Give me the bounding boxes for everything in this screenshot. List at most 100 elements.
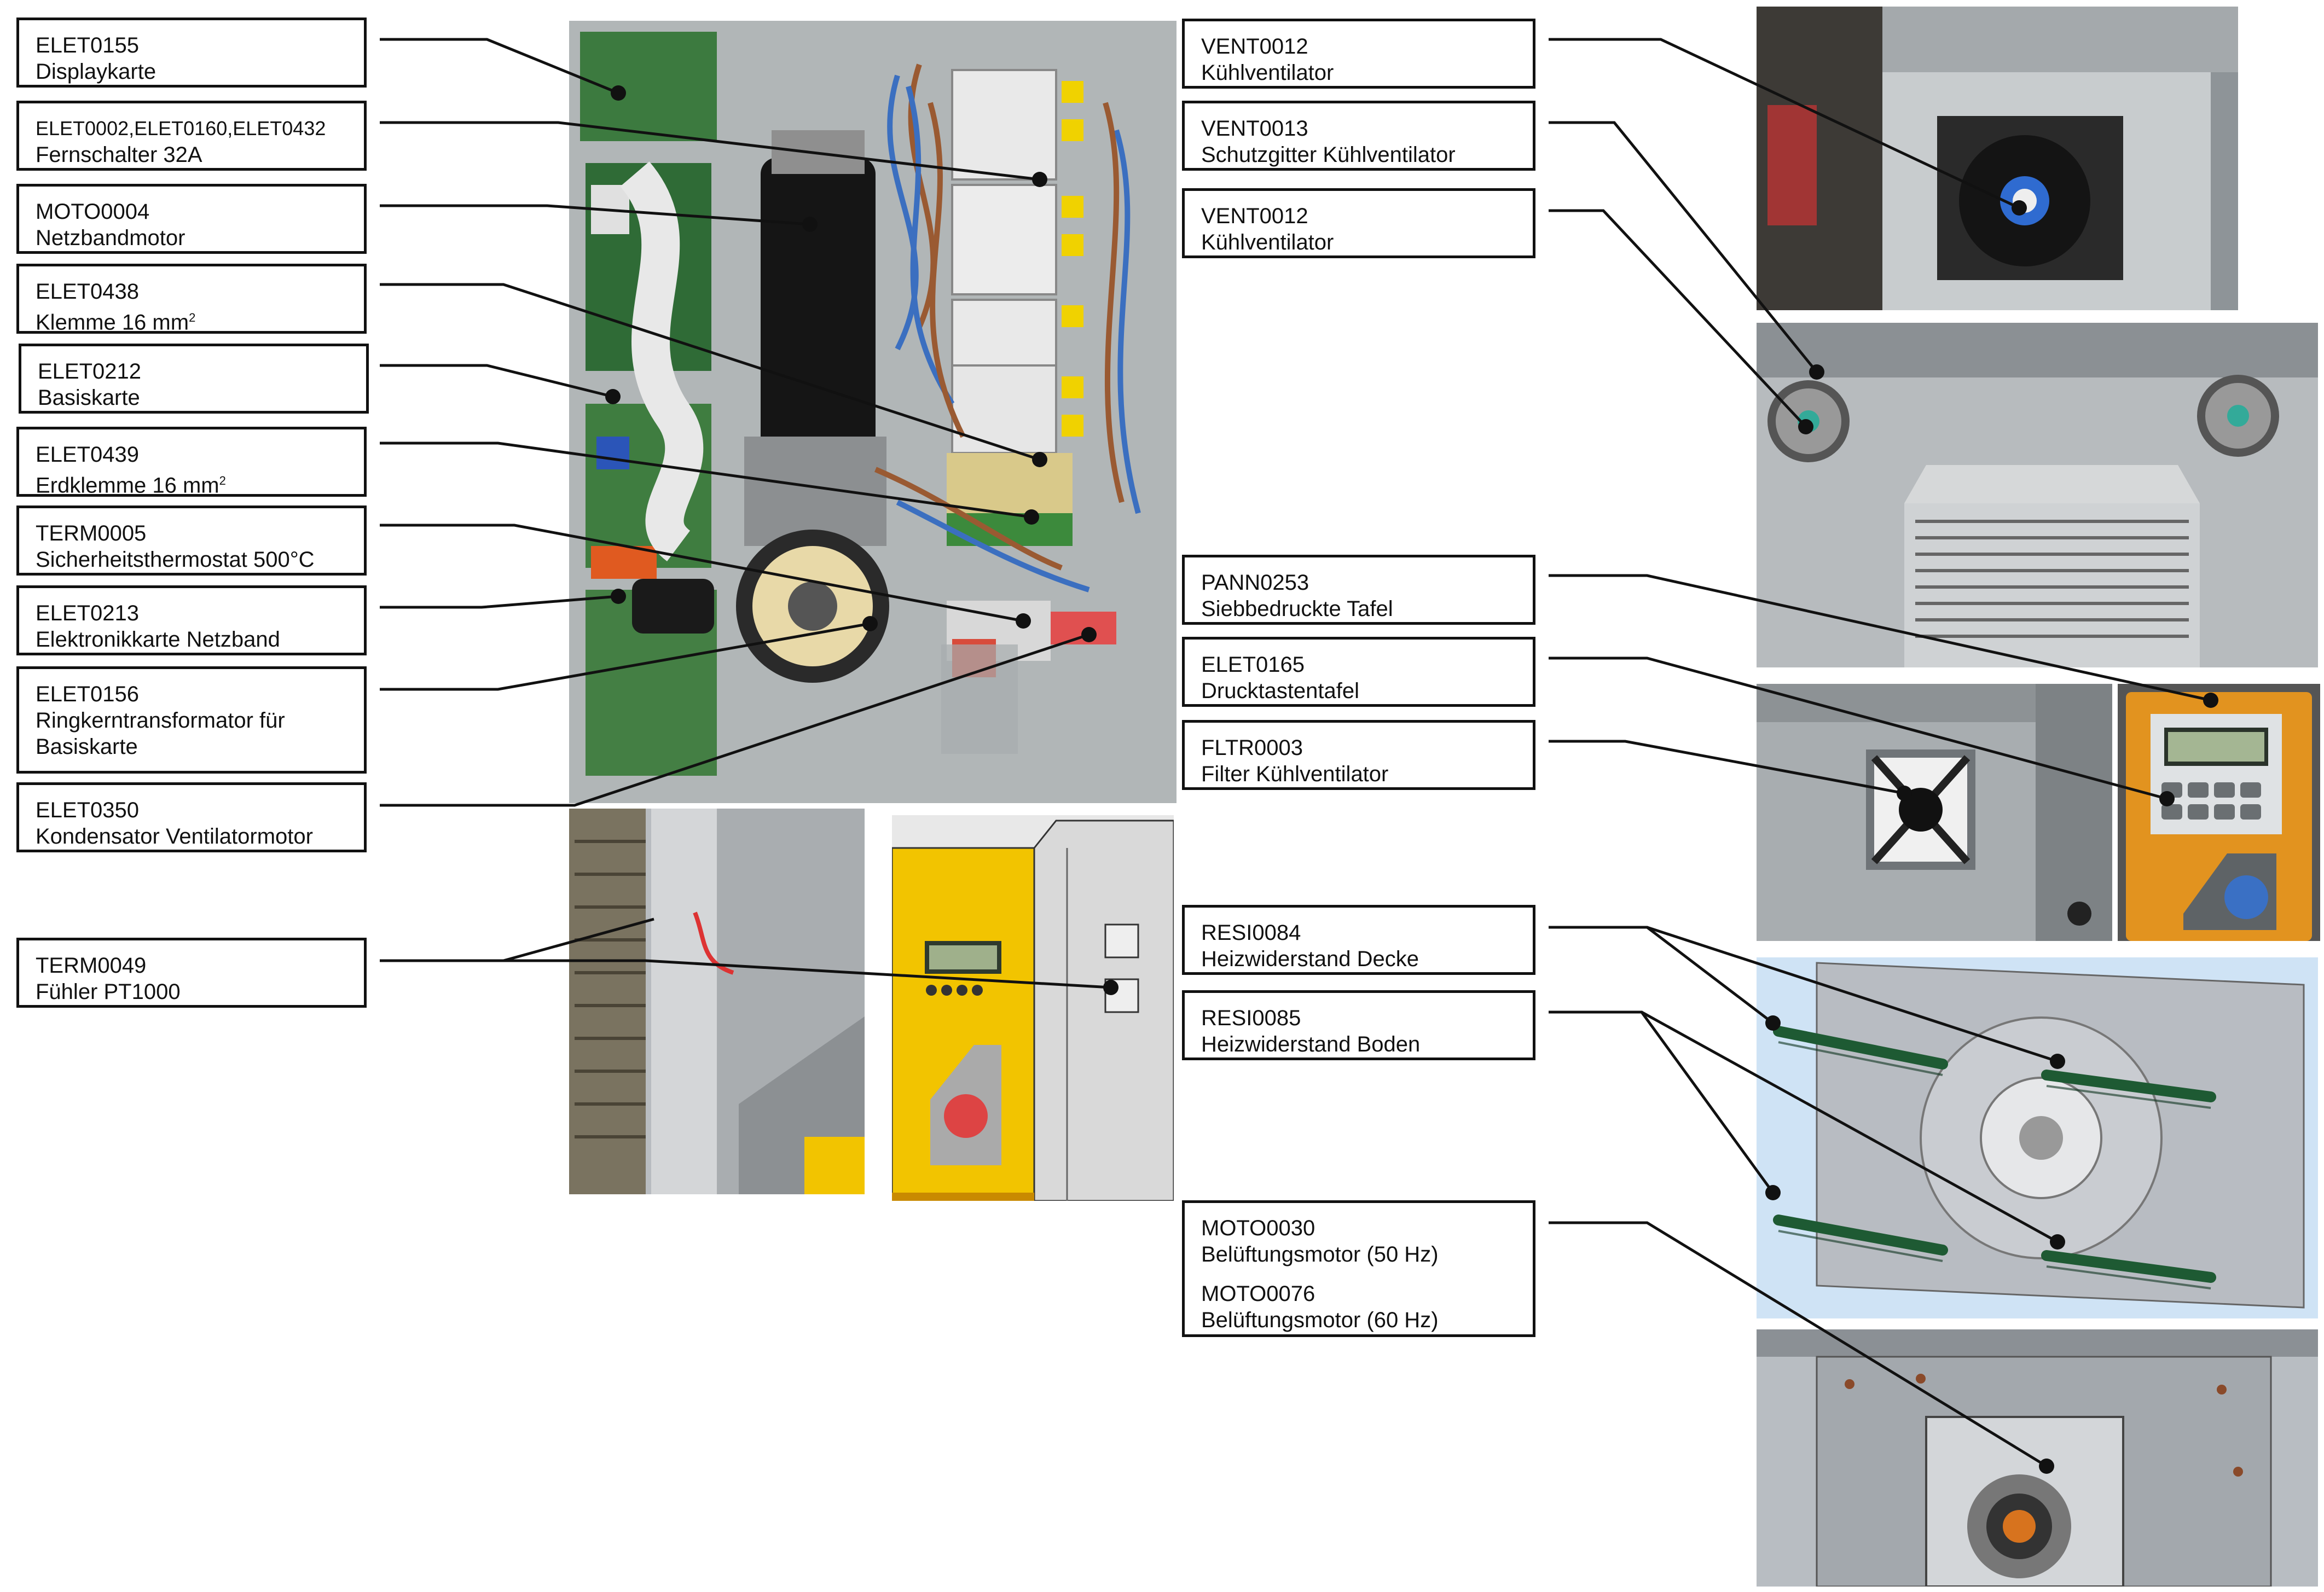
pin-vent0012b	[1798, 419, 1813, 434]
leader-moto0030	[1549, 1221, 2048, 1468]
callout-elet0439: ELET0439 Erdklemme 16 mm2	[16, 427, 367, 497]
pin-term0049-b	[1103, 980, 1118, 995]
pin-elet0212	[605, 389, 621, 404]
callout-fltr0003: FLTR0003 Filter Kühlventilator	[1182, 720, 1535, 790]
leader-elet0350	[380, 633, 1089, 807]
push-button-panel-photo	[2118, 684, 2320, 941]
leader-elet0212	[380, 364, 613, 398]
ventilation-motor-drawing	[1757, 1329, 2318, 1587]
pin-elet0155	[611, 85, 626, 101]
conveyor-probe-photo	[569, 809, 865, 1194]
part-code: VENT0012	[1201, 34, 1308, 59]
part-description: Belüftungsmotor (60 Hz)	[1201, 1308, 1439, 1332]
part-description: Ringkerntransformator für Basiskarte	[36, 708, 285, 759]
leader-vent0012a	[1549, 38, 2020, 210]
control-panel-drawing	[892, 815, 1174, 1201]
leader-elet0213	[380, 595, 619, 609]
part-code: VENT0013	[1201, 117, 1308, 141]
callout-elet0156: ELET0156 Ringkerntransformator für Basis…	[16, 666, 367, 774]
callout-vent0013: VENT0013 Schutzgitter Kühlventilator	[1182, 101, 1535, 171]
pin-elet0438	[1032, 452, 1047, 467]
leader-pann0253	[1549, 574, 2211, 702]
callout-elet0438: ELET0438 Klemme 16 mm2	[16, 264, 367, 334]
part-description: Schutzgitter Kühlventilator	[1201, 143, 1456, 167]
part-description: Elektronikkarte Netzband	[36, 627, 280, 652]
leader-term0049-a	[380, 917, 654, 962]
part-description: Fernschalter 32A	[36, 143, 202, 167]
pin-elet0165	[2159, 791, 2175, 806]
part-code: ELET0165	[1201, 653, 1305, 677]
callout-moto0030-moto0076: MOTO0030 Belüftungsmotor (50 Hz) MOTO007…	[1182, 1200, 1535, 1337]
callout-vent0012-top: VENT0012 Kühlventilator	[1182, 19, 1535, 89]
leader-moto0004	[380, 204, 810, 226]
heating-elements-drawing	[1757, 957, 2318, 1318]
callout-resi0085: RESI0085 Heizwiderstand Boden	[1182, 990, 1535, 1060]
part-description: Basiskarte	[38, 386, 140, 410]
callout-elet0212: ELET0212 Basiskarte	[19, 344, 369, 414]
leader-term0049-b	[503, 959, 1111, 989]
part-description: Siebbedruckte Tafel	[1201, 597, 1393, 621]
callout-elet0002: ELET0002,ELET0160,ELET0432 Fernschalter …	[16, 101, 367, 171]
part-code: RESI0085	[1201, 1006, 1301, 1030]
pin-resi0085-b	[2050, 1234, 2065, 1250]
leader-elet0165	[1549, 656, 2167, 800]
leader-elet0002	[380, 121, 1040, 181]
part-code: MOTO0076	[1201, 1282, 1315, 1306]
part-code: ELET0438	[36, 280, 140, 304]
pin-fltr0003	[1897, 786, 1912, 801]
part-description: Klemme 16 mm2	[36, 310, 196, 335]
pin-moto0030	[2039, 1459, 2054, 1474]
pin-moto0004	[802, 217, 818, 232]
part-description: Sicherheitsthermostat 500°C	[36, 548, 315, 572]
leader-resi0085-a	[1549, 1010, 1775, 1194]
callout-resi0084: RESI0084 Heizwiderstand Decke	[1182, 905, 1535, 975]
part-code: PANN0253	[1201, 571, 1309, 595]
part-code: FLTR0003	[1201, 736, 1303, 760]
part-code: ELET0002,ELET0160,ELET0432	[36, 117, 326, 140]
pin-elet0213	[611, 589, 626, 604]
part-code: ELET0156	[36, 682, 140, 706]
pin-resi0084-a	[1765, 1015, 1781, 1031]
leader-elet0439	[380, 441, 1032, 519]
leader-vent0012b	[1549, 209, 1807, 428]
part-description: Kühlventilator	[1201, 230, 1334, 254]
leader-resi0084-b	[1647, 926, 2058, 1063]
part-description: Fühler PT1000	[36, 980, 181, 1004]
rear-fan-grilles-photo	[1757, 323, 2318, 667]
callout-elet0213: ELET0213 Elektronikkarte Netzband	[16, 585, 367, 655]
pin-resi0084-b	[2050, 1054, 2065, 1069]
pin-elet0156	[862, 616, 878, 631]
pin-elet0439	[1024, 509, 1039, 525]
part-code: ELET0350	[36, 798, 140, 822]
pin-pann0253	[2203, 693, 2218, 708]
leader-elet0156	[380, 622, 871, 691]
part-description: Heizwiderstand Boden	[1201, 1032, 1421, 1056]
part-description: Kondensator Ventilatormotor	[36, 824, 313, 849]
pin-resi0085-a	[1765, 1185, 1781, 1200]
part-description: Filter Kühlventilator	[1201, 762, 1389, 786]
callout-elet0165: ELET0165 Drucktastentafel	[1182, 637, 1535, 707]
part-code: ELET0212	[38, 359, 142, 384]
part-code: ELET0213	[36, 601, 140, 625]
callout-term0049: TERM0049 Fühler PT1000	[16, 938, 367, 1008]
leader-resi0084-a	[1549, 926, 1774, 1024]
leader-resi0085-b	[1641, 1010, 2059, 1244]
pin-vent0012a	[2012, 200, 2027, 216]
callout-term0005: TERM0005 Sicherheitsthermostat 500°C	[16, 506, 367, 576]
part-description: Displaykarte	[36, 60, 157, 84]
part-code: TERM0049	[36, 954, 147, 978]
cooling-fan-photo	[1757, 7, 2238, 310]
leader-term0005	[380, 524, 1024, 623]
pin-term0005	[1016, 613, 1031, 629]
leader-vent0013	[1549, 121, 1818, 373]
part-description: Drucktastentafel	[1201, 679, 1360, 703]
part-code: VENT0012	[1201, 204, 1308, 228]
part-description: Heizwiderstand Decke	[1201, 947, 1419, 971]
pin-elet0350	[1081, 627, 1097, 642]
electrical-compartment-photo	[569, 21, 1177, 803]
callout-elet0350: ELET0350 Kondensator Ventilatormotor	[16, 782, 367, 852]
part-code: ELET0439	[36, 443, 140, 467]
part-description: Erdklemme 16 mm2	[36, 473, 226, 498]
pin-vent0013	[1809, 364, 1824, 380]
part-code: TERM0005	[36, 521, 147, 545]
